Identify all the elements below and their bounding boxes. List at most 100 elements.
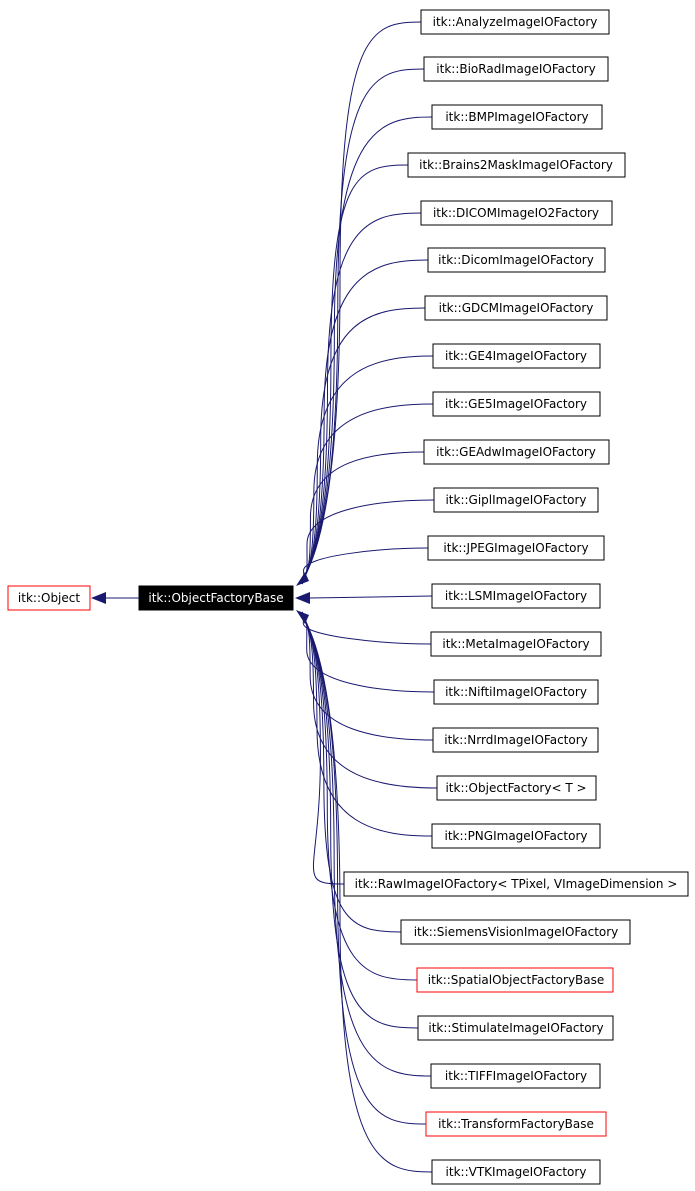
node-derived[interactable]: itk::GE4ImageIOFactory xyxy=(432,343,601,369)
node-derived-box xyxy=(427,247,606,273)
node-derived-box xyxy=(432,391,601,417)
node-derived-box xyxy=(430,631,602,657)
node-derived[interactable]: itk::AnalyzeImageIOFactory xyxy=(420,9,610,35)
node-derived-label: itk::Brains2MaskImageIOFactory xyxy=(419,158,613,172)
node-derived[interactable]: itk::NrrdImageIOFactory xyxy=(432,727,599,753)
node-derived-box xyxy=(420,200,613,226)
node-derived-label: itk::ObjectFactory< T > xyxy=(445,781,586,795)
arrowhead-middle xyxy=(295,592,310,604)
node-derived-label: itk::PNGImageIOFactory xyxy=(445,829,588,843)
node-derived-label: itk::BioRadImageIOFactory xyxy=(436,62,595,76)
arrowhead-lower xyxy=(296,610,309,624)
node-derived-label: itk::TransformFactoryBase xyxy=(438,1117,594,1131)
node-derived[interactable]: itk::SpatialObjectFactoryBase xyxy=(416,967,614,993)
node-derived-label: itk::JPEGImageIOFactory xyxy=(443,541,588,555)
node-derived-box xyxy=(431,104,603,130)
node-derived[interactable]: itk::PNGImageIOFactory xyxy=(431,823,601,849)
node-object-factory-base[interactable]: itk::ObjectFactoryBase xyxy=(138,585,294,611)
node-derived[interactable]: itk::BioRadImageIOFactory xyxy=(423,56,609,82)
node-derived-box xyxy=(400,919,631,945)
node-derived-box xyxy=(423,56,609,82)
node-derived[interactable]: itk::NiftiImageIOFactory xyxy=(433,679,599,705)
node-derived-label: itk::DICOMImageIO2Factory xyxy=(433,206,599,220)
node-derived-label: itk::DicomImageIOFactory xyxy=(438,253,594,267)
node-object-factory-base-box xyxy=(138,585,294,611)
node-derived-label: itk::NrrdImageIOFactory xyxy=(444,733,588,747)
node-derived-label: itk::RawImageIOFactory< TPixel, VImageDi… xyxy=(355,877,678,891)
node-derived-box xyxy=(427,535,605,561)
node-derived[interactable]: itk::RawImageIOFactory< TPixel, VImageDi… xyxy=(343,871,689,897)
inheritance-edge xyxy=(301,611,433,1173)
node-derived[interactable]: itk::ObjectFactory< T > xyxy=(436,775,597,801)
node-derived-box xyxy=(417,1015,614,1041)
node-object-factory-base-label: itk::ObjectFactoryBase xyxy=(148,591,283,605)
node-derived-label: itk::LSMImageIOFactory xyxy=(445,589,587,603)
base-edge xyxy=(91,592,139,604)
node-derived[interactable]: itk::GiplImageIOFactory xyxy=(433,487,599,513)
node-derived[interactable]: itk::StimulateImageIOFactory xyxy=(417,1015,614,1041)
inheritance-edge xyxy=(301,611,433,837)
node-derived-label: itk::VTKImageIOFactory xyxy=(446,1165,587,1179)
node-derived-box xyxy=(425,1111,607,1137)
node-derived-label: itk::SpatialObjectFactoryBase xyxy=(428,973,605,987)
node-derived-label: itk::StimulateImageIOFactory xyxy=(428,1021,603,1035)
inheritance-edge xyxy=(301,21,422,585)
node-derived[interactable]: itk::JPEGImageIOFactory xyxy=(427,535,605,561)
node-derived-label: itk::MetaImageIOFactory xyxy=(442,637,589,651)
derived-arrowheads xyxy=(295,572,310,624)
arrowhead-upper xyxy=(296,572,309,586)
node-derived-box xyxy=(407,152,626,178)
inheritance-edge xyxy=(301,611,345,885)
node-itk-object-label: itk::Object xyxy=(18,591,80,605)
node-derived-box xyxy=(432,727,599,753)
node-itk-object-box xyxy=(7,585,91,611)
node-derived-box xyxy=(431,823,601,849)
node-derived[interactable]: itk::TransformFactoryBase xyxy=(425,1111,607,1137)
node-derived-box xyxy=(431,583,601,609)
node-derived[interactable]: itk::GE5ImageIOFactory xyxy=(432,391,601,417)
node-derived-box xyxy=(423,439,610,465)
node-derived-box xyxy=(433,679,599,705)
node-derived-box xyxy=(432,343,601,369)
node-derived-box xyxy=(416,967,614,993)
inheritance-edges xyxy=(301,21,438,1173)
node-derived[interactable]: itk::LSMImageIOFactory xyxy=(431,583,601,609)
inheritance-edge xyxy=(301,499,435,585)
node-derived[interactable]: itk::SiemensVisionImageIOFactory xyxy=(400,919,631,945)
node-itk-object[interactable]: itk::Object xyxy=(7,585,91,611)
derived-class-nodes: itk::AnalyzeImageIOFactory itk::BioRadIm… xyxy=(343,9,689,1185)
node-derived-box xyxy=(436,775,597,801)
inheritance-edge xyxy=(301,547,429,585)
inheritance-edge xyxy=(301,611,438,789)
node-derived-label: itk::GE4ImageIOFactory xyxy=(445,349,587,363)
node-derived-label: itk::GDCMImageIOFactory xyxy=(439,301,594,315)
inheritance-edge xyxy=(309,595,433,599)
node-derived-label: itk::GiplImageIOFactory xyxy=(445,493,586,507)
node-derived[interactable]: itk::BMPImageIOFactory xyxy=(431,104,603,130)
node-derived-label: itk::NiftiImageIOFactory xyxy=(445,685,587,699)
node-derived[interactable]: itk::DICOMImageIO2Factory xyxy=(420,200,613,226)
inheritance-edge xyxy=(301,355,434,585)
node-derived[interactable]: itk::TIFFImageIOFactory xyxy=(430,1063,601,1089)
node-derived-box xyxy=(431,1159,601,1185)
node-derived-box xyxy=(343,871,689,897)
node-derived-box xyxy=(430,1063,601,1089)
node-derived[interactable]: itk::Brains2MaskImageIOFactory xyxy=(407,152,626,178)
node-derived-box xyxy=(433,487,599,513)
node-derived-box xyxy=(420,9,610,35)
inheritance-edge xyxy=(301,611,432,645)
node-derived[interactable]: itk::GEAdwImageIOFactory xyxy=(423,439,610,465)
node-derived[interactable]: itk::GDCMImageIOFactory xyxy=(424,295,608,321)
node-derived-label: itk::BMPImageIOFactory xyxy=(445,110,588,124)
node-derived-label: itk::TIFFImageIOFactory xyxy=(445,1069,587,1083)
node-derived-label: itk::SiemensVisionImageIOFactory xyxy=(414,925,619,939)
node-derived-label: itk::AnalyzeImageIOFactory xyxy=(433,15,598,29)
node-derived[interactable]: itk::DicomImageIOFactory xyxy=(427,247,606,273)
node-derived[interactable]: itk::VTKImageIOFactory xyxy=(431,1159,601,1185)
node-derived-label: itk::GE5ImageIOFactory xyxy=(445,397,587,411)
node-derived-label: itk::GEAdwImageIOFactory xyxy=(436,445,596,459)
node-derived[interactable]: itk::MetaImageIOFactory xyxy=(430,631,602,657)
inheritance-edge xyxy=(301,307,426,585)
base-edge-arrowhead xyxy=(91,592,106,604)
